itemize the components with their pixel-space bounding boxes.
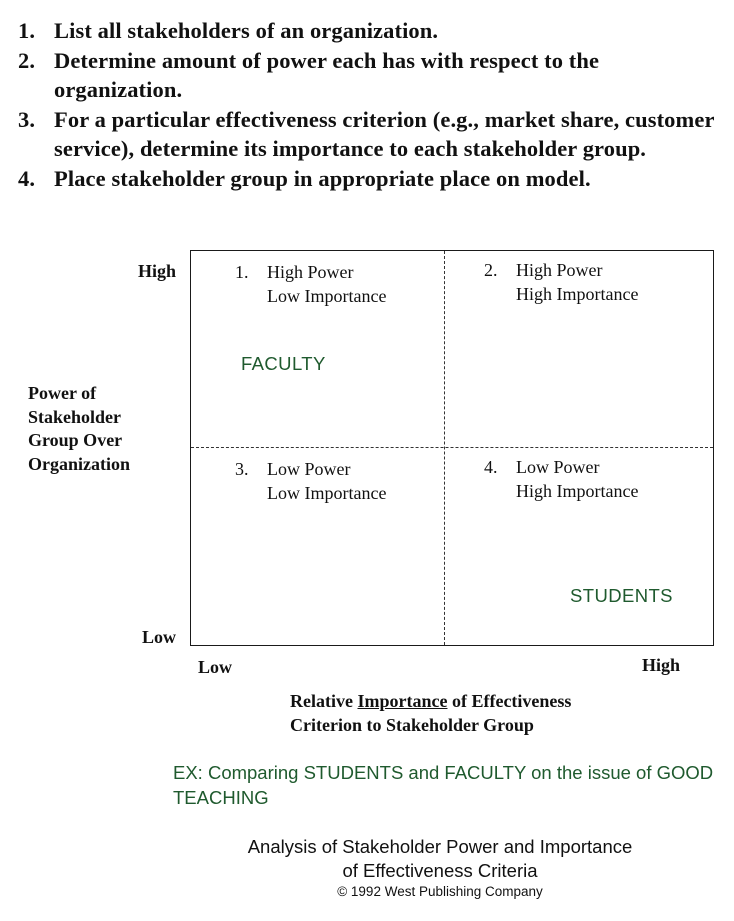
steps-list: 1. List all stakeholders of an organizat… (18, 16, 718, 193)
x-axis-high-label: High (642, 655, 681, 675)
y-axis-title-line: Group Over (28, 430, 123, 450)
y-axis-title-line: Power of (28, 383, 97, 403)
step-item-3: 3. For a particular effectiveness criter… (18, 105, 718, 164)
quadrant-line-2: High Importance (516, 480, 639, 501)
step-number: 1. (18, 18, 36, 43)
y-axis-title: Power of Stakeholder Group Over Organiza… (28, 382, 188, 476)
step-text: Determine amount of power each has with … (54, 47, 600, 103)
quadrant-line-1: Low Power (516, 457, 600, 477)
quadrant-line-1: High Power (267, 262, 354, 282)
faculty-annotation: FACULTY (241, 353, 326, 374)
quadrant-number: 4. (484, 457, 498, 477)
step-number: 3. (18, 106, 36, 132)
y-axis-title-line: Stakeholder (28, 406, 122, 427)
power-importance-matrix: 1. High Power Low Importance 2. High Pow… (190, 250, 714, 646)
y-axis-high-label: High (138, 261, 177, 281)
x-axis-title-line-1: Relative Importance of Effectiveness (290, 690, 690, 714)
x-axis-title-emphasis: Importance (357, 691, 448, 711)
x-axis-low-label: Low (198, 657, 233, 677)
step-item-4: 4. Place stakeholder group in appropriat… (18, 164, 718, 194)
quadrant-1-label: 1. High Power Low Importance (235, 261, 386, 308)
quadrant-number: 3. (235, 459, 249, 479)
step-item-1: 1. List all stakeholders of an organizat… (18, 16, 718, 46)
quadrant-2-label: 2. High Power High Importance (484, 259, 638, 306)
x-axis-title: Relative Importance of Effectiveness Cri… (290, 690, 690, 737)
copyright-notice: © 1992 West Publishing Company (337, 884, 543, 899)
quadrant-3-label: 3. Low Power Low Importance (235, 458, 386, 505)
figure-caption: Analysis of Stakeholder Power and Import… (170, 835, 710, 883)
step-text: Place stakeholder group in appropriate p… (54, 165, 591, 191)
students-annotation: STUDENTS (570, 585, 673, 606)
quadrant-line-1: High Power (516, 260, 603, 280)
step-item-2: 2. Determine amount of power each has wi… (18, 46, 718, 105)
step-number: 2. (18, 47, 36, 73)
x-axis-title-suffix: of Effectiveness (447, 691, 572, 711)
y-axis-title-line: Organization (28, 453, 130, 474)
horizontal-divider (191, 447, 713, 448)
step-text: List all stakeholders of an organization… (54, 18, 439, 43)
example-note: EX: Comparing STUDENTS and FACULTY on th… (173, 762, 714, 808)
x-axis-title-line-2: Criterion to Stakeholder Group (290, 714, 534, 735)
quadrant-number: 1. (235, 262, 249, 282)
quadrant-line-2: Low Importance (267, 482, 387, 503)
vertical-divider (444, 251, 445, 645)
quadrant-4-label: 4. Low Power High Importance (484, 456, 638, 503)
quadrant-number: 2. (484, 260, 498, 280)
quadrant-line-2: High Importance (516, 283, 639, 304)
step-text: For a particular effectiveness criterion… (54, 106, 715, 162)
caption-line-2: of Effectiveness Criteria (342, 860, 538, 881)
y-axis-low-label: Low (142, 627, 177, 647)
quadrant-line-2: Low Importance (267, 285, 387, 306)
x-axis-title-prefix: Relative (290, 691, 358, 711)
step-number: 4. (18, 165, 36, 191)
caption-line-1: Analysis of Stakeholder Power and Import… (247, 836, 633, 857)
quadrant-line-1: Low Power (267, 459, 351, 479)
